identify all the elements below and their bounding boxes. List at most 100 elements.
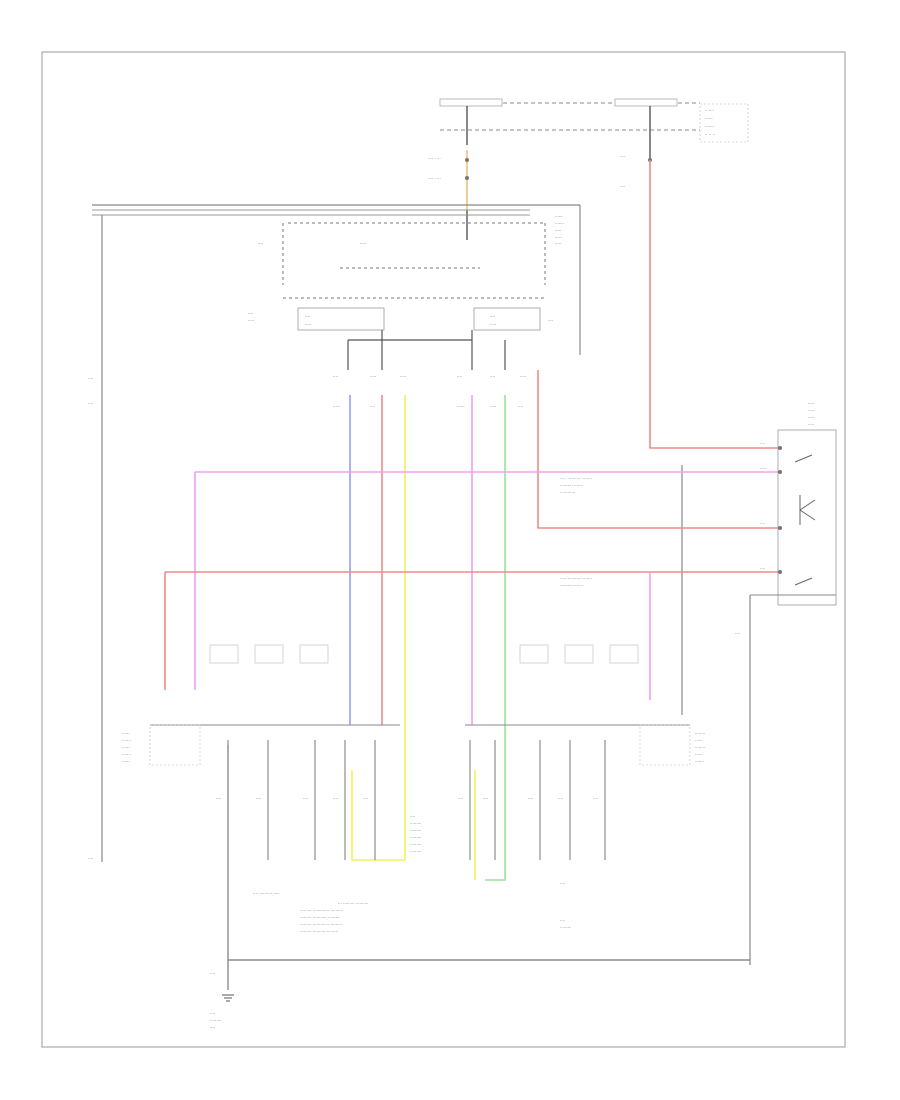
svg-text:·······: ·······: [695, 759, 704, 764]
svg-text:·········· ·······: ·········· ·······: [560, 483, 583, 488]
svg-text:·········: ·········: [410, 828, 421, 833]
svg-text:·····: ·····: [400, 374, 406, 379]
lamp-socket: [519, 644, 549, 664]
relay-module: ····· ····· ····· ····· ···· ····· ···· …: [560, 401, 837, 965]
lamp-label: ····: [256, 796, 261, 801]
svg-text:······: ······: [333, 404, 341, 409]
svg-text:·······: ·······: [705, 124, 714, 129]
lamp-columns: ···· ···· ···· ···· ···· ···· ···· ···· ···· ····: [209, 644, 639, 860]
svg-text:····: ····: [560, 918, 565, 923]
diagram-frame: [41, 51, 846, 1048]
svg-text:····: ····: [248, 311, 253, 316]
svg-text:·····: ·····: [520, 374, 526, 379]
svg-text:·········: ·········: [410, 849, 421, 854]
svg-text:····: ····: [760, 566, 765, 571]
colored-wires: [164, 160, 780, 881]
lamp-label: ····: [528, 796, 533, 801]
svg-text:····: ····: [735, 631, 740, 636]
svg-text:·····: ·····: [305, 322, 311, 327]
lamp-label: ····: [333, 796, 338, 801]
svg-text:······: ······: [122, 731, 130, 736]
svg-text:····: ····: [88, 376, 93, 381]
svg-text:····: ····: [490, 314, 495, 319]
svg-text:·····: ·····: [808, 415, 814, 420]
svg-text:······: ······: [555, 214, 563, 219]
svg-text:····· ··········· ·······: ····· ··········· ·······: [560, 576, 592, 581]
svg-text:····: ····: [210, 1025, 215, 1030]
svg-text:······: ······: [122, 759, 130, 764]
svg-text:······: ······: [695, 738, 703, 743]
svg-text:·· ····: ·· ····: [705, 108, 714, 113]
lamp-socket: [609, 644, 639, 664]
svg-text:·····: ·····: [808, 408, 814, 413]
svg-text:····: ····: [518, 404, 523, 409]
svg-text:····: ····: [490, 374, 495, 379]
svg-text:····: ····: [210, 1011, 215, 1016]
switch-drops: ···· ····· ····· ···· ···· ····· ······ …: [333, 330, 526, 409]
svg-text:····: ····: [370, 404, 375, 409]
lamp-label: ····: [363, 796, 368, 801]
svg-text:········: ········: [695, 731, 705, 736]
svg-text:·········: ·········: [410, 821, 421, 826]
svg-text:·········· ·······: ·········· ·······: [560, 583, 583, 588]
fuse-feeds: ···· · ··· ···· · ··· ···· ····: [428, 106, 652, 240]
svg-text:···· · ···: ···· · ···: [428, 176, 441, 181]
svg-text:·····: ·····: [555, 241, 561, 246]
svg-text:····: ····: [620, 184, 625, 189]
svg-text:········· ·········· ·······: ········· ·········· ·········: [300, 929, 338, 934]
red-relay-wire: [537, 370, 780, 529]
green-wire: [485, 395, 506, 881]
svg-text:····: ····: [88, 401, 93, 406]
svg-text:····: ····: [258, 241, 263, 246]
lamp-socket: [254, 644, 284, 664]
svg-text:·····: ·····: [490, 322, 496, 327]
svg-text:····: ····: [88, 856, 93, 861]
svg-text:····: ····: [620, 154, 625, 159]
svg-text:······: ······: [122, 745, 130, 750]
svg-text:·······: ·······: [122, 752, 131, 757]
svg-text:····: ····: [410, 814, 415, 819]
svg-text:····: ····: [560, 881, 565, 886]
yellow-wire-2: [351, 770, 405, 861]
svg-text:·····: ·····: [370, 374, 376, 379]
svg-text:····: ····: [457, 374, 462, 379]
lamp-label: ····: [458, 796, 463, 801]
svg-text:············: ············: [560, 490, 575, 495]
lamp-label: ····: [483, 796, 488, 801]
lamp-socket: [299, 644, 329, 664]
lamp-label: ····: [558, 796, 563, 801]
lamp-label: ····: [593, 796, 598, 801]
left-ground-wire: ···· ···· ····: [88, 215, 103, 862]
svg-text:········· ··········· ······: ········· ··········· ·········: [300, 915, 339, 920]
headlamp-switch: ······ ······· ····· ······ ···· ····· ·…: [92, 204, 581, 355]
svg-text:·····: ·····: [808, 401, 814, 406]
svg-text:·· ·· ··: ·· ·· ··: [705, 132, 715, 137]
svg-text:···· · ···: ···· · ···: [428, 156, 441, 161]
svg-text:······: ······: [695, 752, 703, 757]
svg-text:·········: ·········: [560, 925, 571, 930]
svg-text:···· ·········· ·····: ···· ·········· ·····: [253, 891, 280, 896]
svg-text:······: ······: [457, 404, 465, 409]
svg-text:······: ······: [705, 116, 713, 121]
svg-text:·····: ·····: [490, 404, 496, 409]
svg-text:····: ····: [760, 521, 765, 526]
svg-text:·····: ·····: [760, 466, 766, 471]
svg-text:·········: ·········: [210, 1018, 221, 1023]
control-switches: ······ ······· ······ ······· ······ ···…: [122, 724, 705, 766]
ground-bus: ···· ···· ········· ···· ···· ··········…: [210, 745, 750, 1030]
svg-text:·····: ·····: [248, 318, 254, 323]
svg-text:······: ······: [555, 235, 563, 240]
lamp-label: ····: [303, 796, 308, 801]
svg-text:····· ··········· ·······: ····· ··········· ·······: [560, 476, 592, 481]
svg-text:·····: ·····: [808, 422, 814, 427]
svg-text:·······: ·······: [555, 221, 564, 226]
svg-text:····: ····: [210, 971, 215, 976]
svg-text:·····: ·····: [360, 241, 366, 246]
svg-text:····: ····: [333, 374, 338, 379]
lamp-socket: [564, 644, 594, 664]
svg-text:··· ········· ··········: ··· ········· ··········: [338, 901, 369, 906]
svg-text:····: ····: [305, 314, 310, 319]
svg-text:·····: ·····: [555, 228, 561, 233]
